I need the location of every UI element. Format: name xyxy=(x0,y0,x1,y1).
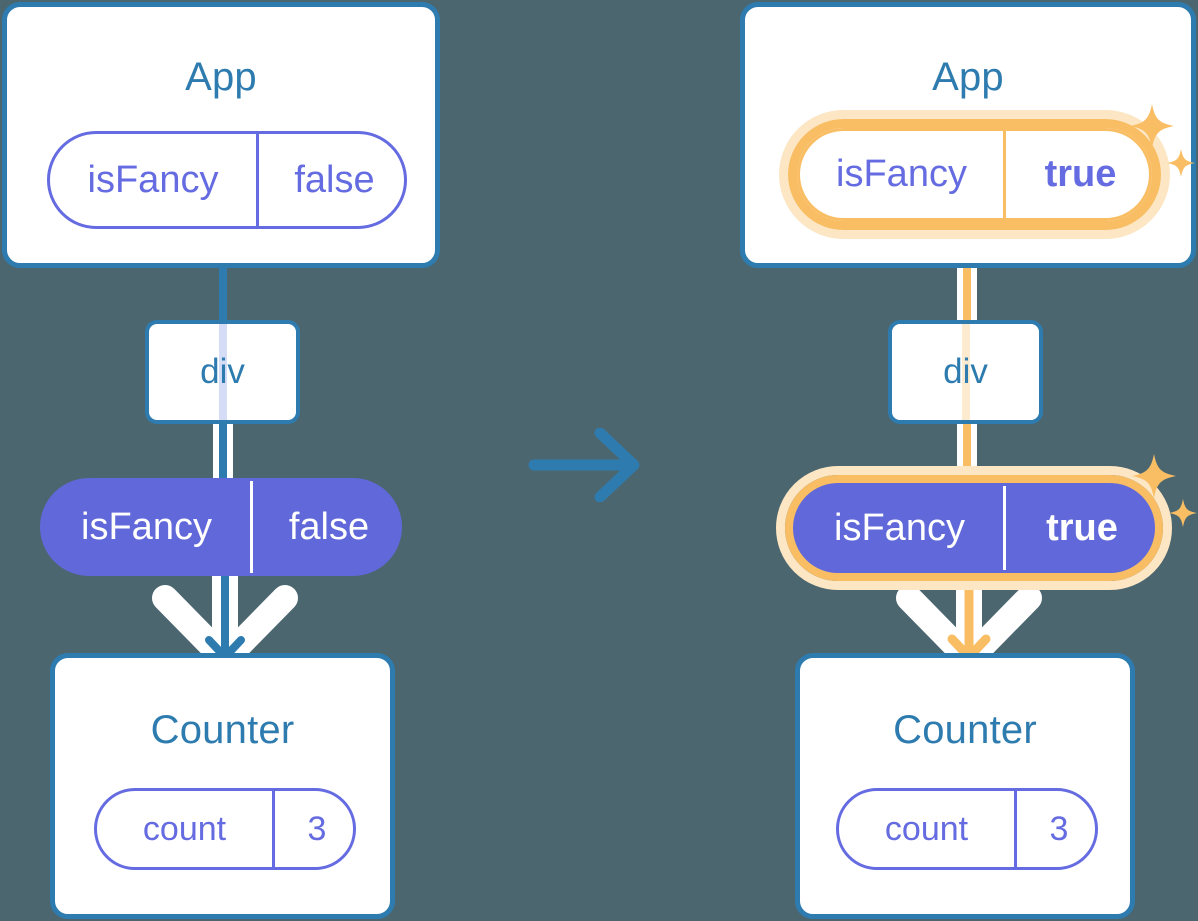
pill-key: isFancy xyxy=(81,505,212,548)
counter-card-after: Counter count 3 xyxy=(795,653,1135,919)
props-pill-after: isFancy true xyxy=(793,483,1155,573)
highlight-ring-app-pill xyxy=(788,119,1161,230)
sparkle-icon-props xyxy=(1132,454,1197,527)
connector-app-to-div-left xyxy=(219,212,227,337)
app-card-title: App xyxy=(185,55,257,99)
app-card-title: App xyxy=(932,55,1004,99)
div-chip-before: div xyxy=(145,320,300,424)
app-state-pill-after: isFancy true xyxy=(797,128,1152,221)
counter-card-title: Counter xyxy=(150,708,295,752)
counter-card-before: Counter count 3 xyxy=(50,653,395,919)
app-card-before: App isFancy false xyxy=(2,2,440,268)
pill-key: isFancy xyxy=(834,506,965,549)
counter-card-title: Counter xyxy=(893,708,1037,752)
highlight-glow-app-pill xyxy=(779,110,1170,239)
counter-state-pill-before: count 3 xyxy=(94,788,356,870)
pill-value: true xyxy=(1003,486,1158,570)
pill-value: false xyxy=(250,481,405,573)
pill-key: count xyxy=(884,809,969,848)
counter-state-pill-after: count 3 xyxy=(836,788,1098,870)
props-pill-before: isFancy false xyxy=(40,478,402,576)
pill-key: count xyxy=(142,809,227,848)
pill-value: 3 xyxy=(272,791,359,867)
pill-key: isFancy xyxy=(836,153,967,195)
pill-value: 3 xyxy=(1014,791,1101,867)
state-passthrough-line xyxy=(961,324,970,420)
app-state-pill-before: isFancy false xyxy=(47,131,407,229)
state-passthrough-line xyxy=(218,324,227,420)
div-chip-after: div xyxy=(888,320,1043,424)
div-chip-label: div xyxy=(200,352,245,391)
sparkle-icon-app xyxy=(1130,104,1195,177)
pill-value: false xyxy=(256,134,410,226)
div-chip-label: div xyxy=(943,352,988,391)
highlight-glow-props-pill xyxy=(776,466,1172,590)
highlight-ring-props-pill xyxy=(785,475,1163,581)
pill-value: true xyxy=(1003,131,1155,218)
pill-key: isFancy xyxy=(87,158,219,201)
transition-arrow-right-icon xyxy=(528,428,640,502)
